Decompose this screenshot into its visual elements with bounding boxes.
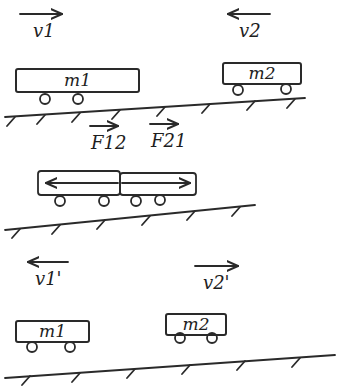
- vector-label: v2: [238, 22, 262, 40]
- vector-label: v1: [32, 22, 56, 40]
- vector-label: F21: [150, 132, 187, 150]
- cart-body: m2: [165, 313, 227, 336]
- mass-label: m1: [39, 323, 66, 340]
- cart-body: m1: [15, 320, 90, 343]
- mass-label: m2: [183, 316, 210, 333]
- cart-body: m2: [222, 62, 302, 85]
- vector-label: F12: [90, 134, 127, 152]
- vector-label: v1': [34, 270, 63, 288]
- vector-label: v2': [202, 274, 231, 292]
- mass-label: m1: [64, 72, 91, 89]
- cart-body: m1: [15, 68, 140, 93]
- mass-label: m2: [249, 65, 276, 82]
